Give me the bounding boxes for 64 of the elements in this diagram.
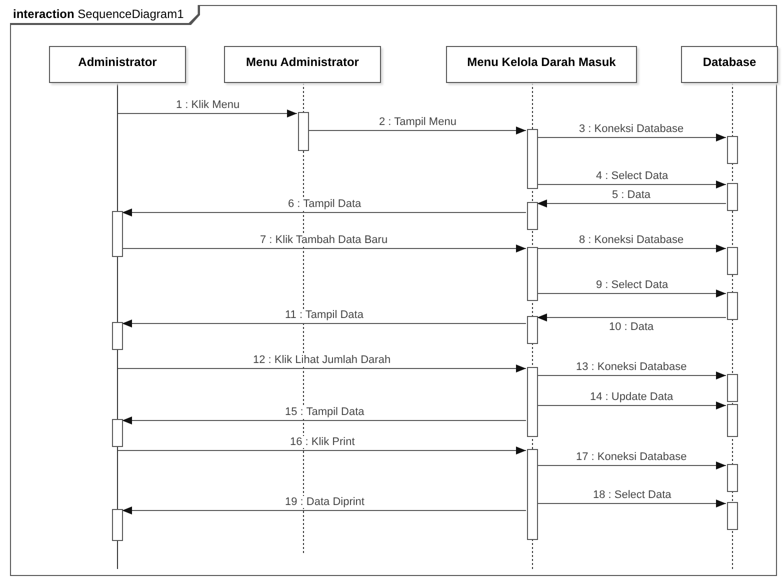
participant-box: Administrator	[49, 46, 186, 83]
message-label: 14 : Update Data	[589, 391, 674, 403]
message-arrow	[118, 446, 526, 454]
message-label: 16 : Klik Print	[289, 436, 356, 448]
message-arrow	[122, 208, 526, 216]
activation-bar	[727, 136, 738, 164]
activation-bar	[727, 292, 738, 320]
message-label: 3 : Koneksi Database	[578, 123, 685, 135]
message-arrow	[536, 372, 726, 380]
message-arrow	[118, 110, 298, 118]
activation-bar	[527, 247, 538, 301]
message-label: 9 : Select Data	[595, 279, 670, 291]
activation-bar	[727, 502, 738, 530]
activation-bar	[112, 419, 123, 447]
activation-bar	[112, 509, 123, 541]
message-label: 8 : Koneksi Database	[578, 234, 685, 246]
message-label: 18 : Select Data	[592, 489, 672, 501]
frame-title: interaction SequenceDiagram1	[10, 5, 198, 23]
message-label: 5 : Data	[611, 189, 652, 201]
activation-bar	[112, 322, 123, 350]
activation-bar	[727, 183, 738, 211]
message-arrow	[122, 416, 526, 424]
message-arrow	[118, 364, 526, 372]
message-label: 7 : Klik Tambah Data Baru	[259, 234, 389, 246]
activation-bar	[527, 449, 538, 540]
activation-bar	[527, 316, 538, 344]
message-arrow	[536, 180, 726, 188]
activation-bar	[727, 464, 738, 492]
message-label: 10 : Data	[608, 321, 655, 333]
message-arrow	[536, 500, 726, 508]
participant-box: Menu Kelola Darah Masuk	[446, 46, 637, 83]
message-arrow	[122, 244, 526, 252]
message-arrow	[536, 290, 726, 298]
message-arrow	[122, 320, 526, 328]
message-label: 17 : Koneksi Database	[575, 451, 688, 463]
message-label: 11 : Tampil Data	[284, 309, 364, 321]
message-label: 2 : Tampil Menu	[378, 116, 458, 128]
message-label: 19 : Data Diprint	[284, 496, 366, 508]
message-label: 15 : Tampil Data	[284, 406, 366, 418]
activation-bar	[727, 374, 738, 402]
message-label: 13 : Koneksi Database	[575, 361, 688, 373]
activation-bar	[527, 202, 538, 230]
lifeline-line	[117, 83, 120, 569]
message-arrow	[536, 402, 726, 410]
message-arrow	[122, 506, 526, 514]
message-arrow	[536, 134, 726, 142]
message-label: 6 : Tampil Data	[287, 198, 362, 210]
activation-bar	[527, 367, 538, 437]
message-arrow	[536, 462, 726, 470]
message-arrow	[536, 244, 726, 252]
message-arrow	[536, 314, 726, 322]
activation-bar	[527, 129, 538, 189]
participant-box: Menu Administrator	[224, 46, 381, 83]
message-label: 1 : Klik Menu	[175, 99, 241, 111]
activation-bar	[727, 247, 738, 275]
message-label: 4 : Select Data	[595, 170, 670, 182]
message-label: 12 : Klik Lihat Jumlah Darah	[252, 354, 392, 366]
lifeline	[49, 46, 186, 569]
activation-bar	[112, 211, 123, 257]
activation-bar	[727, 404, 738, 437]
activation-bar	[298, 112, 309, 151]
message-arrow	[536, 200, 726, 208]
participant-box: Database	[681, 46, 778, 83]
message-arrow	[308, 126, 526, 134]
